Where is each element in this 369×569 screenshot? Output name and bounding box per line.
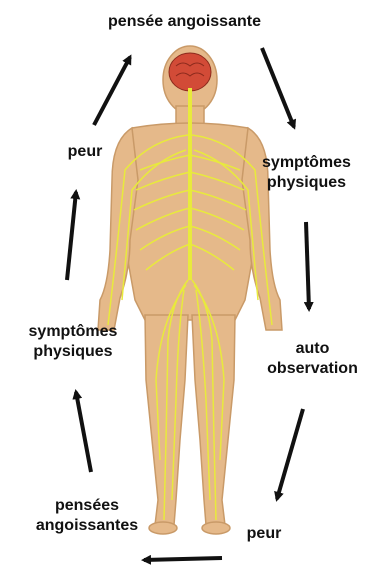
- label-right-physical-symptoms: symptômes physiques: [244, 153, 369, 193]
- human-body-figure: [98, 46, 282, 534]
- arrow-left-lower: [76, 392, 91, 472]
- arrow-bottom-left: [144, 558, 222, 560]
- left-foot: [149, 522, 177, 534]
- arrow-left-upper: [67, 192, 76, 280]
- label-right-self-observation-line2: observation: [256, 359, 369, 379]
- label-right-physical-symptoms-line1: symptômes: [244, 153, 369, 173]
- right-foot: [202, 522, 230, 534]
- brain: [169, 53, 211, 91]
- label-left-physical-symptoms: symptômes physiques: [8, 322, 138, 362]
- label-bottom-right-fear: peur: [229, 524, 299, 544]
- arrow-top-right: [262, 48, 294, 127]
- label-left-anxious-thoughts-line2: angoissantes: [22, 516, 152, 536]
- arrow-right-lower: [277, 409, 303, 499]
- label-right-self-observation: auto observation: [256, 339, 369, 379]
- label-left-anxious-thoughts-line1: pensées: [22, 496, 152, 516]
- arrow-right-down: [306, 222, 309, 309]
- arrow-top-left: [94, 57, 130, 125]
- label-left-physical-symptoms-line2: physiques: [8, 342, 138, 362]
- label-top-anxious-thought: pensée angoissante: [0, 12, 369, 32]
- label-left-fear: peur: [50, 142, 120, 162]
- label-left-anxious-thoughts: pensées angoissantes: [22, 496, 152, 536]
- label-left-physical-symptoms-line1: symptômes: [8, 322, 138, 342]
- label-right-self-observation-line1: auto: [256, 339, 369, 359]
- label-right-physical-symptoms-line2: physiques: [244, 173, 369, 193]
